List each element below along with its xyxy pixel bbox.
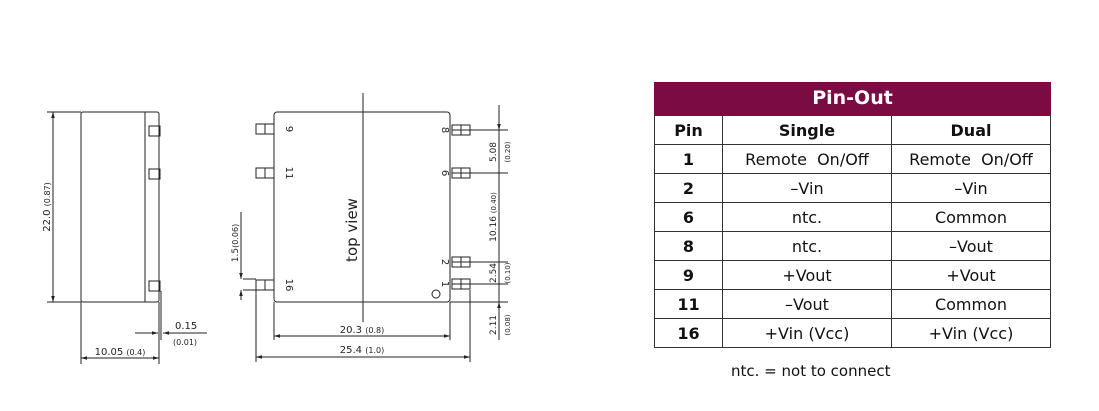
dual-cell: Common — [891, 289, 1051, 319]
table-footnote: ntc. = not to connect — [731, 362, 891, 380]
single-cell: +Vin (Vcc) — [722, 318, 892, 348]
svg-text:10.05 (0.4): 10.05 (0.4) — [95, 347, 146, 358]
dual-cell: –Vin — [891, 173, 1051, 203]
pin-label-8: 8 — [439, 127, 450, 133]
overall-width-dim-in: (1.0) — [365, 346, 384, 355]
pin-label-9: 9 — [283, 126, 294, 132]
pin-thickness-dim: 0.15 — [175, 321, 197, 332]
pin-cell: 9 — [654, 260, 723, 290]
pin-label-16: 16 — [283, 279, 294, 292]
pin1-marker-icon — [431, 289, 441, 299]
edge-1-dim: 2.11 — [489, 315, 499, 335]
pin-label-11: 11 — [283, 167, 294, 180]
pitch-8-6-dim-in: (0.20) — [504, 141, 512, 162]
top-view: 9 11 16 8 6 2 1 top view 1.5(0.06) 20.3 … — [231, 93, 512, 362]
pin-cell: 16 — [654, 318, 723, 348]
pin-cell: 2 — [654, 173, 723, 203]
header-single: Single — [722, 115, 892, 145]
svg-text:1.5(0.06): 1.5(0.06) — [231, 224, 241, 262]
header-pin: Pin — [654, 115, 723, 145]
pitch-2-1-dim: 2.54 — [489, 263, 499, 283]
dual-cell: –Vout — [891, 231, 1051, 261]
dual-cell: +Vout — [891, 260, 1051, 290]
single-cell: ntc. — [722, 231, 892, 261]
pin-cell: 11 — [654, 289, 723, 319]
pitch-2-1-dim-in: (0.10) — [504, 262, 512, 283]
side-width-dim: 10.05 — [95, 347, 124, 358]
body-width-dim-in: (0.8) — [365, 326, 384, 335]
single-cell: +Vout — [722, 260, 892, 290]
table-row: 9+Vout+Vout — [654, 260, 1051, 290]
top-view-label: top view — [343, 198, 361, 262]
dual-cell: +Vin (Vcc) — [891, 318, 1051, 348]
pitch-6-2-dim: 10.16 — [489, 216, 499, 242]
pin-width-dim: 1.5 — [231, 248, 241, 262]
single-cell: –Vout — [722, 289, 892, 319]
side-width-dim-in: (0.4) — [126, 348, 145, 357]
table-title: Pin-Out — [654, 82, 1051, 115]
side-height-dim-in: (0.87) — [43, 182, 52, 206]
svg-text:22.0 (0.87): 22.0 (0.87) — [42, 182, 53, 232]
pin-cell: 8 — [654, 231, 723, 261]
table-row: 16+Vin (Vcc)+Vin (Vcc) — [654, 318, 1051, 348]
dual-cell: Remote On/Off — [891, 144, 1051, 174]
single-cell: ntc. — [722, 202, 892, 232]
pin-cell: 6 — [654, 202, 723, 232]
pin-label-1: 1 — [439, 281, 450, 287]
header-dual: Dual — [891, 115, 1051, 145]
dual-cell: Common — [891, 202, 1051, 232]
pitch-6-2-dim-in: (0.40) — [490, 192, 498, 213]
pin-cell: 1 — [654, 144, 723, 174]
pin-thickness-dim-in: (0.01) — [173, 338, 197, 347]
svg-text:25.4 (1.0): 25.4 (1.0) — [340, 345, 384, 356]
pitch-8-6-dim: 5.08 — [489, 142, 499, 162]
pin-label-6: 6 — [439, 170, 450, 176]
svg-text:10.16 (0.40): 10.16 (0.40) — [489, 192, 499, 242]
overall-width-dim: 25.4 — [340, 345, 362, 356]
single-cell: –Vin — [722, 173, 892, 203]
side-height-dim: 22.0 — [42, 209, 53, 231]
body-width-dim: 20.3 — [340, 325, 362, 336]
table-row: 2–Vin–Vin — [654, 173, 1051, 203]
edge-1-dim-in: (0.08) — [504, 314, 512, 335]
side-view: 22.0 (0.87) 10.05 (0.4) 0.15 (0.01) — [42, 111, 207, 364]
single-cell: Remote On/Off — [722, 144, 892, 174]
svg-text:20.3 (0.8): 20.3 (0.8) — [340, 325, 384, 336]
pin-label-2: 2 — [439, 259, 450, 265]
table-header-row: Pin Single Dual — [654, 115, 1051, 145]
pin-width-dim-in: (0.06) — [231, 224, 240, 248]
